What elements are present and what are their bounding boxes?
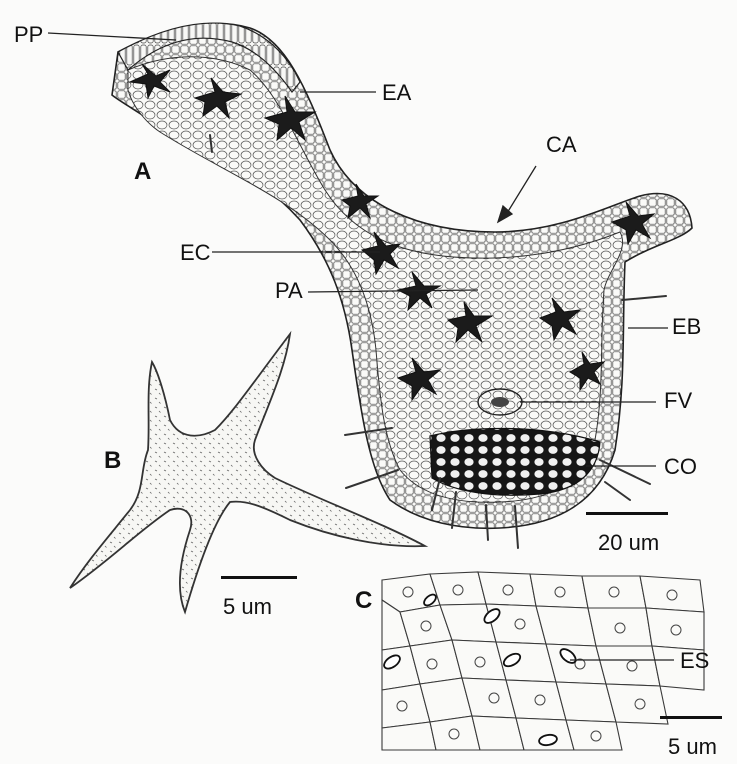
scale-bar-b	[221, 576, 297, 579]
scale-label-b: 5 um	[223, 596, 272, 618]
scale-bar-c	[660, 716, 722, 719]
panel-label-a: A	[134, 160, 151, 184]
panel-label-c: C	[355, 589, 372, 613]
label-fv: FV	[664, 390, 692, 412]
label-ca: CA	[546, 134, 577, 156]
label-ec: EC	[180, 242, 211, 264]
panel-c-epidermis	[380, 572, 705, 750]
label-pp: PP	[14, 24, 43, 46]
label-ea: EA	[382, 82, 411, 104]
label-eb: EB	[672, 316, 701, 338]
label-es: ES	[680, 650, 709, 672]
scale-label-a: 20 um	[598, 532, 659, 554]
label-pa: PA	[275, 280, 303, 302]
label-co: CO	[664, 456, 697, 478]
leader-ca	[504, 166, 536, 218]
scale-bar-a	[586, 512, 668, 515]
vascular-bundle-core	[491, 397, 509, 407]
panel-label-b: B	[104, 449, 121, 473]
scale-label-c: 5 um	[668, 736, 717, 758]
